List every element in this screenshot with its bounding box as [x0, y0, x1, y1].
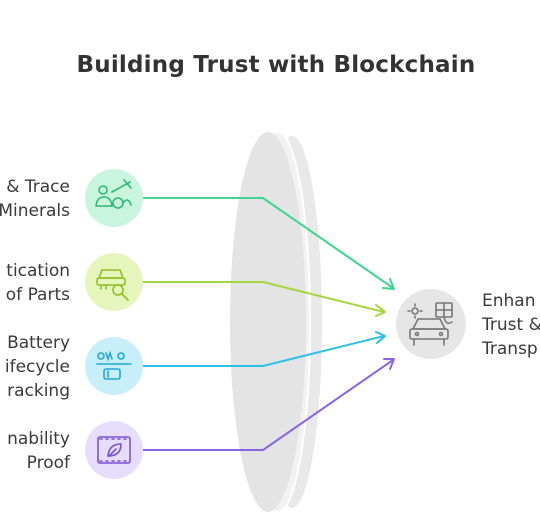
connector-line-2 — [143, 281, 385, 313]
connectors — [143, 197, 394, 451]
arrowhead-4 — [383, 358, 395, 370]
diagram-title: Building Trust with Blockchain — [76, 52, 476, 78]
battery-icon — [85, 337, 143, 395]
connector-line-4 — [143, 359, 394, 451]
arrowhead-1 — [382, 278, 395, 290]
connector-line-1 — [143, 197, 394, 289]
arrowhead-3 — [375, 331, 386, 344]
arrowheads — [375, 278, 395, 370]
connector-line-3 — [143, 335, 385, 367]
electric-car-icon — [396, 289, 466, 359]
arrowhead-2 — [375, 304, 386, 317]
miner-icon — [85, 169, 143, 227]
leaf-certificate-icon — [85, 421, 143, 479]
car-search-icon — [85, 253, 143, 311]
lens-shape — [230, 131, 322, 513]
